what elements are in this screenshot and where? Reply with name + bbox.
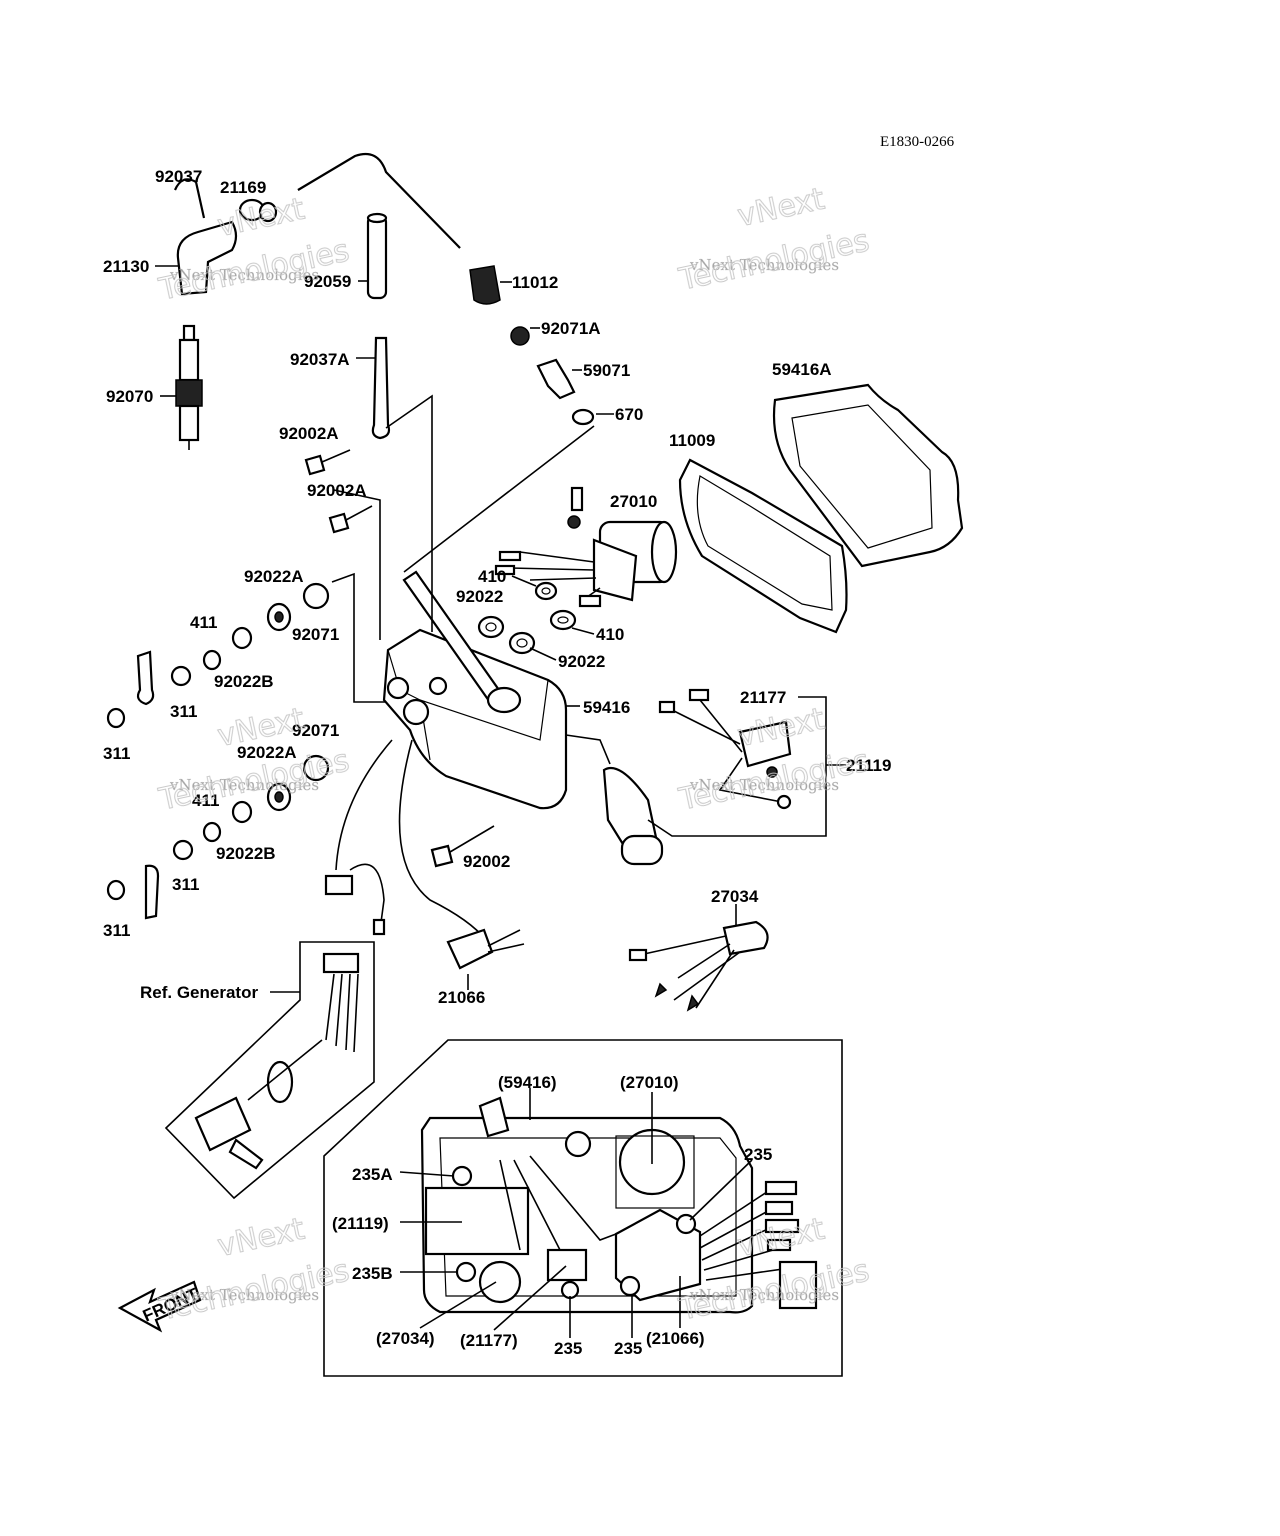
part-label: 92022A	[237, 743, 297, 762]
spark-plug-part	[175, 324, 203, 450]
svg-text:vNext: vNext	[215, 192, 308, 245]
ignition-parts	[173, 152, 501, 450]
inset-label: (59416)	[498, 1073, 557, 1092]
part-label: 311	[103, 921, 130, 940]
part-label: 92071A	[541, 319, 601, 338]
part-label: 92071	[292, 625, 339, 644]
drawing-code: E1830-0266	[880, 134, 955, 150]
part-label: 92037	[155, 167, 202, 186]
inset-label: 235B	[352, 1264, 393, 1283]
part-label: 21130	[103, 257, 149, 276]
ref-generator-box	[164, 941, 375, 1200]
switch-27034	[628, 920, 769, 1012]
inset-label: 235A	[352, 1165, 393, 1184]
part-label: 670	[615, 405, 643, 424]
part-label: 92037A	[290, 350, 350, 369]
wire-harness	[324, 739, 525, 970]
svg-text:vNext Technologies: vNext Technologies	[169, 776, 319, 794]
svg-text:vNext Technologies: vNext Technologies	[689, 256, 839, 274]
part-label: 11012	[512, 273, 558, 292]
part-label: 92071	[292, 721, 339, 740]
electric-box-59416	[382, 570, 568, 810]
part-label: 411	[192, 791, 219, 810]
hose-part	[366, 214, 388, 300]
part-label: 92022	[456, 587, 503, 606]
part-label: 59416A	[772, 360, 832, 379]
part-label: 21066	[438, 988, 485, 1007]
part-label: 92002A	[307, 481, 367, 500]
part-label: 21169	[220, 178, 266, 197]
svg-text:Technologies: Technologies	[155, 1253, 352, 1328]
coil-27010	[494, 486, 678, 608]
part-label: 59416	[583, 698, 630, 717]
part-label: 27034	[711, 887, 759, 906]
part-label: 27010	[610, 492, 657, 511]
inset-label: (27010)	[620, 1073, 679, 1092]
inset-label: 235	[554, 1339, 582, 1358]
plug-cap-part	[176, 220, 238, 296]
svg-text:Technologies: Technologies	[675, 223, 872, 298]
cover-59416A	[772, 383, 964, 568]
part-label: 21177	[740, 688, 786, 707]
reference-label: Ref. Generator	[140, 983, 258, 1002]
washers	[106, 581, 577, 920]
inset-label: (27034)	[376, 1329, 435, 1348]
part-label: 11009	[669, 431, 715, 450]
inset-label: (21119)	[332, 1214, 389, 1233]
inset-view	[323, 1039, 843, 1377]
bolts	[304, 449, 495, 868]
svg-text:vNext: vNext	[735, 182, 828, 235]
part-label: 92022B	[214, 672, 274, 691]
part-label: 92022B	[216, 844, 276, 863]
inset-label: 235	[614, 1339, 642, 1358]
part-label: 21119	[846, 756, 891, 775]
part-label: 311	[170, 702, 197, 721]
clip-part	[173, 178, 206, 219]
svg-text:vNext: vNext	[215, 1212, 308, 1265]
part-label: 410	[596, 625, 624, 644]
svg-text:vNext Technologies: vNext Technologies	[169, 266, 319, 284]
inset-label: (21177)	[460, 1331, 518, 1350]
band-part	[371, 336, 391, 440]
part-label: 92070	[106, 387, 153, 406]
cover-parts	[510, 326, 964, 634]
part-label: 59071	[583, 361, 630, 380]
svg-text:vNext Technologies: vNext Technologies	[169, 1286, 319, 1304]
leader-lines	[155, 265, 846, 1338]
part-labels: 92037 21169 21130 92059 11012 92071A 920…	[103, 167, 891, 1358]
part-label: 311	[103, 744, 130, 763]
part-label: 92022	[558, 652, 605, 671]
svg-text:vNext Technologies: vNext Technologies	[689, 776, 839, 794]
part-label: 411	[190, 613, 217, 632]
part-label: 92002A	[279, 424, 339, 443]
svg-text:vNext Technologies: vNext Technologies	[689, 1286, 839, 1304]
regulator-parts	[565, 688, 792, 866]
part-label: 92002	[463, 852, 510, 871]
part-label: 311	[172, 875, 199, 894]
inset-label: 235	[744, 1145, 772, 1164]
part-label: 92059	[304, 272, 351, 291]
part-label: 92022A	[244, 567, 304, 586]
cap-part	[469, 265, 501, 305]
gasket-11009	[678, 458, 848, 634]
part-label: 410	[478, 567, 506, 586]
inset-label: (21066)	[646, 1329, 705, 1348]
